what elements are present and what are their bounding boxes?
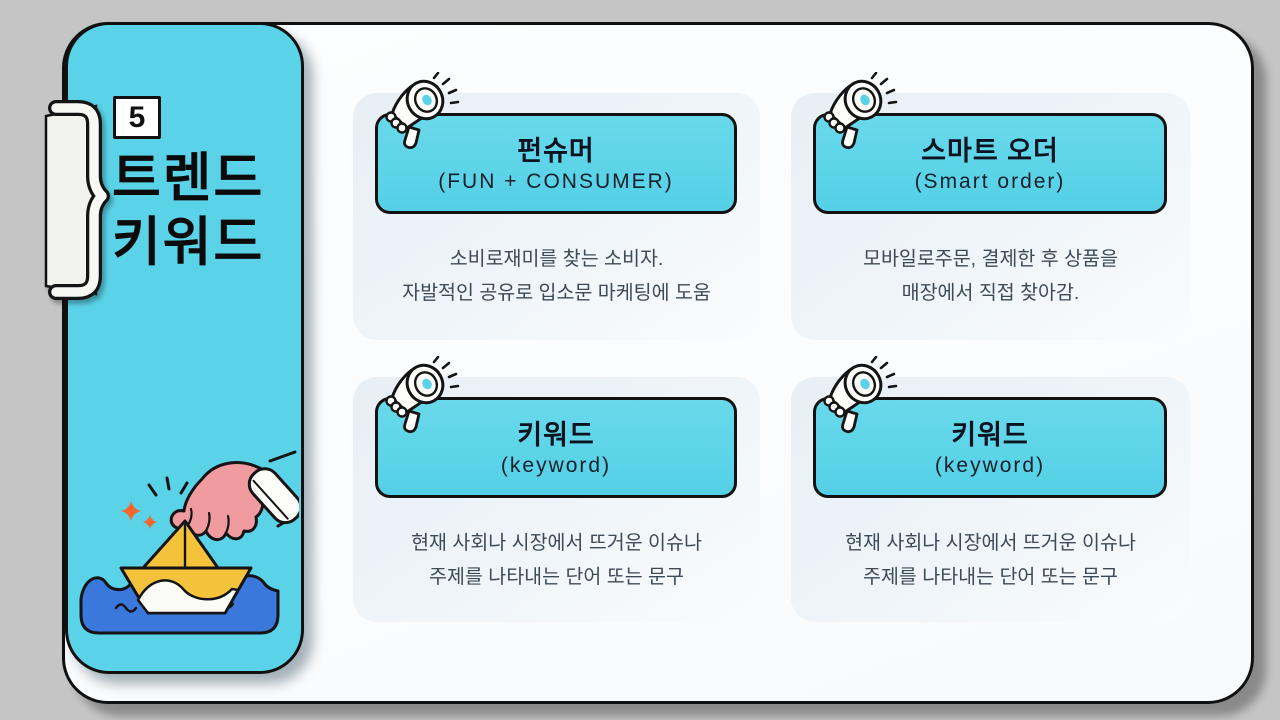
megaphone-icon [385, 72, 460, 150]
card-description-line1: 현재 사회나 시장에서 뜨거운 이슈나 [845, 532, 1136, 554]
slide-title: 트렌드 키워드 [112, 147, 264, 275]
card-description-line2: 주제를 나타내는 단어 또는 문구 [429, 566, 684, 588]
slide-number-badge: 5 [113, 96, 161, 139]
card-description-line2: 매장에서 직접 찾아감. [901, 282, 1080, 304]
card-smart-order: 스마트 오더 (Smart order) 모바일로주문, 결제한 후 상품을 매… [791, 72, 1190, 340]
card-keyword-right: 키워드 (keyword) 현재 사회나 시장에서 뜨거운 이슈나 주제를 나타… [791, 356, 1190, 622]
card-title: 스마트 오더 [921, 136, 1059, 166]
card-keyword-left: 키워드 (keyword) 현재 사회나 시장에서 뜨거운 이슈나 주제를 나타… [353, 356, 760, 622]
sidebar: 5 트렌드 키워드 [65, 22, 304, 674]
slide-title-line2: 키워드 [112, 213, 265, 272]
card-description: 현재 사회나 시장에서 뜨거운 이슈나 주제를 나타내는 단어 또는 문구 [791, 526, 1190, 594]
card-title: 펀슈머 [517, 136, 595, 166]
card-description-line1: 모바일로주문, 결제한 후 상품을 [863, 248, 1118, 270]
megaphone-icon [385, 356, 460, 434]
card-subtitle: (keyword) [934, 454, 1046, 477]
card-title-box: 키워드 (keyword) [375, 397, 737, 498]
card-subtitle: (FUN + CONSUMER) [438, 170, 674, 193]
card-title: 키워드 [517, 420, 595, 450]
card-description: 모바일로주문, 결제한 후 상품을 매장에서 직접 찾아감. [791, 242, 1190, 310]
card-title-box: 스마트 오더 (Smart order) [813, 113, 1167, 214]
card-description-line2: 자발적인 공유로 입소문 마케팅에 도움 [402, 282, 711, 304]
card-funsumer: 펀슈머 (FUN + CONSUMER) 소비로재미를 찾는 소비자. 자발적인… [353, 72, 760, 340]
hand-placing-paper-boat-illustration [79, 450, 299, 635]
card-title-box: 키워드 (keyword) [813, 397, 1167, 498]
page-clip-icon [44, 100, 110, 300]
slide-number: 5 [128, 100, 146, 134]
card-description-line1: 소비로재미를 찾는 소비자. [449, 248, 664, 270]
card-description: 소비로재미를 찾는 소비자. 자발적인 공유로 입소문 마케팅에 도움 [353, 242, 760, 310]
megaphone-icon [823, 72, 898, 150]
card-description: 현재 사회나 시장에서 뜨거운 이슈나 주제를 나타내는 단어 또는 문구 [353, 526, 760, 594]
card-subtitle: (Smart order) [914, 170, 1066, 193]
megaphone-icon [823, 356, 898, 434]
slide-title-line1: 트렌드 [112, 149, 265, 208]
card-subtitle: (keyword) [500, 454, 612, 477]
card-description-line2: 주제를 나타내는 단어 또는 문구 [863, 566, 1118, 588]
card-title: 키워드 [951, 420, 1029, 450]
card-title-box: 펀슈머 (FUN + CONSUMER) [375, 113, 737, 214]
card-description-line1: 현재 사회나 시장에서 뜨거운 이슈나 [411, 532, 702, 554]
